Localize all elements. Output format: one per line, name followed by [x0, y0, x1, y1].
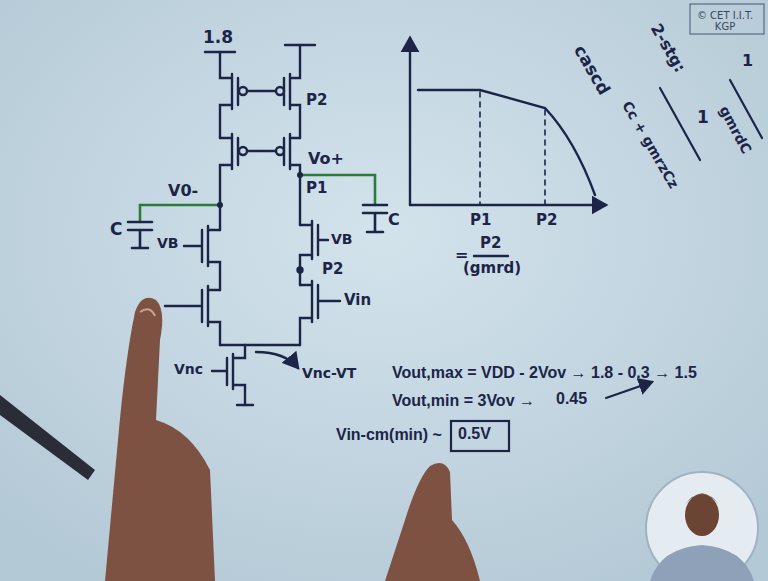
amplifier-schematic: [165, 45, 340, 405]
board-label: P2: [480, 235, 501, 252]
note-strokes: [451, 4, 764, 451]
board-label: VB: [157, 236, 179, 251]
board-label: (gmrd): [463, 260, 521, 277]
board-label: Vin-cm(min) ~: [336, 426, 442, 444]
board-label: 1: [697, 108, 709, 127]
board-label: P2: [306, 92, 327, 109]
board-label: P2: [536, 212, 557, 229]
speaker-inset: [646, 472, 758, 581]
board-label: 0.45: [556, 390, 587, 408]
board-label: P1: [470, 212, 491, 229]
board-label: 0.5V: [458, 425, 491, 443]
board-label: Vo+: [308, 150, 344, 168]
board-label: 1.8: [203, 28, 233, 47]
board-label: © CET I.I.T. KGP: [694, 10, 756, 32]
board-label: V0-: [168, 182, 198, 200]
bode-sketch: [410, 38, 606, 256]
board-label: P1: [306, 180, 327, 197]
board-label: C: [388, 211, 400, 229]
board-label: Vnc-VT: [302, 366, 356, 381]
board-label: Vout,min = 3Vov →: [392, 392, 535, 410]
board-label: Vin: [344, 292, 371, 309]
board-label: VB: [331, 232, 353, 247]
board-label: C: [110, 220, 122, 239]
board-label: Vnc: [174, 362, 203, 377]
board-label: P2: [322, 261, 343, 278]
presenter-hands: [0, 298, 480, 581]
board-label: 1: [742, 52, 753, 70]
board-label: Vout,max = VDD - 2Vov → 1.8 - 0.3 → 1.5: [392, 364, 697, 382]
